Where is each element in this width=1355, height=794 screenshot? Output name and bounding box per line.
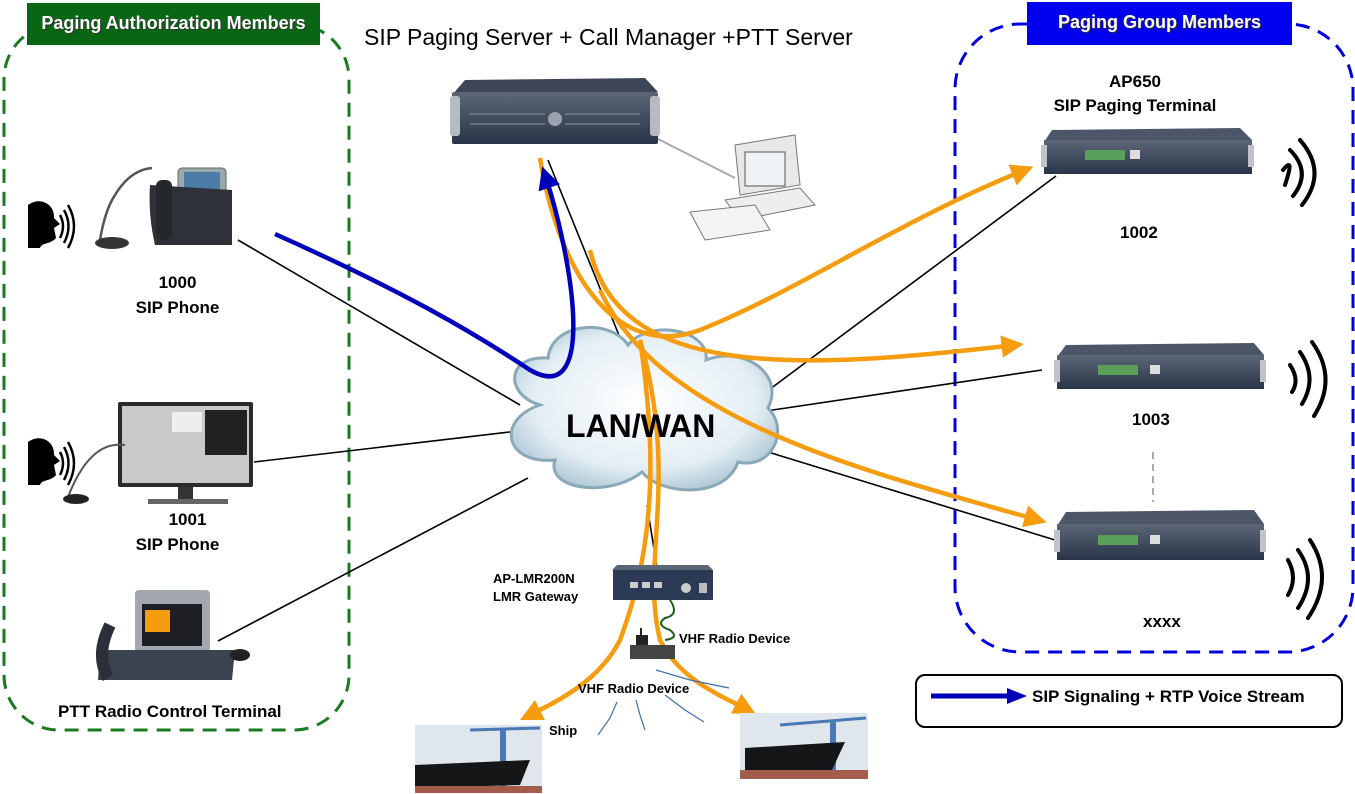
network-cloud-label: LAN/WAN: [566, 408, 716, 444]
sip-phone-1000-icon: [95, 166, 232, 249]
phone-1000-ext: 1000: [158, 273, 197, 292]
terminal-xxxx-ext: xxxx: [1143, 612, 1181, 631]
gateway-model: AP-LMR200N: [493, 571, 575, 586]
link-phone-1001: [253, 431, 511, 463]
ap650-model: AP650: [1109, 72, 1161, 91]
phone-1001-ext: 1001: [168, 510, 207, 529]
sound-wave-icon-1003: [1288, 340, 1328, 418]
link-1003: [765, 369, 1043, 412]
authorization-group-header: Paging Authorization Members: [27, 3, 320, 45]
radio-cable: [660, 599, 675, 641]
lmr-gateway-icon: [612, 565, 713, 600]
terminal-1003-ext: 1003: [1132, 410, 1170, 429]
link-server-pc: [657, 138, 736, 179]
link-ptt-terminal: [217, 477, 529, 642]
ship-image-right: [740, 713, 868, 779]
legend-label: SIP Signaling + RTP Voice Stream: [1032, 687, 1305, 706]
paging-terminal-1002-icon: [1041, 128, 1254, 174]
paging-terminal-1003-icon: [1054, 343, 1266, 389]
radio-signal-lines: [597, 669, 730, 736]
voice-arrow-1003: [587, 249, 1024, 363]
paging-group-header: Paging Group Members: [1027, 2, 1292, 45]
signaling-arrow: [274, 166, 576, 379]
network-links: [217, 159, 1057, 642]
terminal-1002-ext: 1002: [1120, 223, 1158, 242]
paging-server-icon: [450, 78, 660, 144]
ship-label: Ship: [549, 723, 578, 738]
diagram-title: SIP Paging Server + Call Manager +PTT Se…: [364, 24, 853, 50]
ap650-type: SIP Paging Terminal: [1053, 96, 1217, 115]
radio-device-label-gateway: VHF Radio Device: [679, 631, 791, 646]
speaking-person-icon: [28, 438, 76, 486]
voice-arrow-ship-left: [519, 339, 653, 721]
legend-arrow-icon: [931, 688, 1027, 704]
management-pc-icon: [689, 134, 816, 241]
sound-wave-icons: [1281, 138, 1328, 620]
paging-terminal-xxxx-icon: [1054, 510, 1266, 560]
voice-arrow-xxxx: [597, 289, 1047, 528]
link-server: [547, 159, 628, 356]
speaking-person-icon: [28, 201, 76, 249]
voice-arrow-ship-right: [637, 339, 756, 715]
sound-wave-icon-xxxx: [1286, 538, 1324, 620]
sound-wave-icon-1002: [1281, 138, 1317, 207]
vhf-radio-device-icon: [630, 628, 675, 659]
link-ap650-1002: [757, 175, 1057, 399]
lan-wan-cloud: [509, 325, 780, 492]
voice-arrow-1002: [537, 157, 1034, 339]
ship-image-left: [415, 725, 542, 793]
ptt-radio-terminal-icon: [96, 590, 250, 681]
phone-1001-type: SIP Phone: [135, 535, 220, 554]
link-xxxx: [767, 451, 1056, 541]
radio-device-label-ships: VHF Radio Device: [578, 681, 690, 696]
legend: SIP Signaling + RTP Voice Stream: [915, 674, 1343, 728]
ptt-terminal-label: PTT Radio Control Terminal: [58, 702, 282, 721]
link-phone-1000: [237, 239, 521, 406]
gateway-type: LMR Gateway: [493, 589, 579, 604]
sip-phone-1001-icon: [63, 402, 253, 504]
paging-group-boundary: [953, 22, 1355, 654]
phone-1000-type: SIP Phone: [135, 298, 220, 317]
voice-stream-arrows: [519, 157, 1047, 721]
